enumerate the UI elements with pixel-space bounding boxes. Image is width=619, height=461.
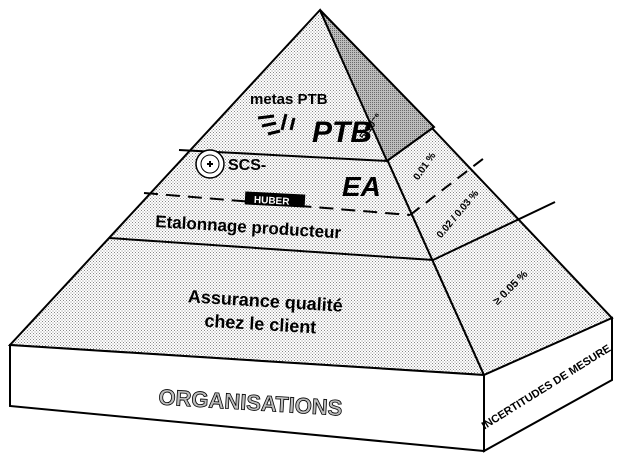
level1-title: metas PTB [250, 91, 328, 108]
svg-text:HUBER: HUBER [254, 195, 291, 208]
metas-logo-icon [257, 113, 296, 136]
side-divider-2-dashed [409, 154, 489, 216]
level2-title: SCS- [228, 157, 266, 174]
side-divider-1 [386, 126, 435, 162]
swiss-calibration-seal-icon [195, 149, 225, 179]
ea-logo: EA [342, 171, 381, 202]
ptb-logo: PTB [312, 116, 372, 149]
huber-logo: HUBER [244, 191, 306, 208]
divider-level3 [108, 237, 434, 261]
base-side [483, 316, 613, 453]
side-divider-3 [432, 201, 556, 261]
